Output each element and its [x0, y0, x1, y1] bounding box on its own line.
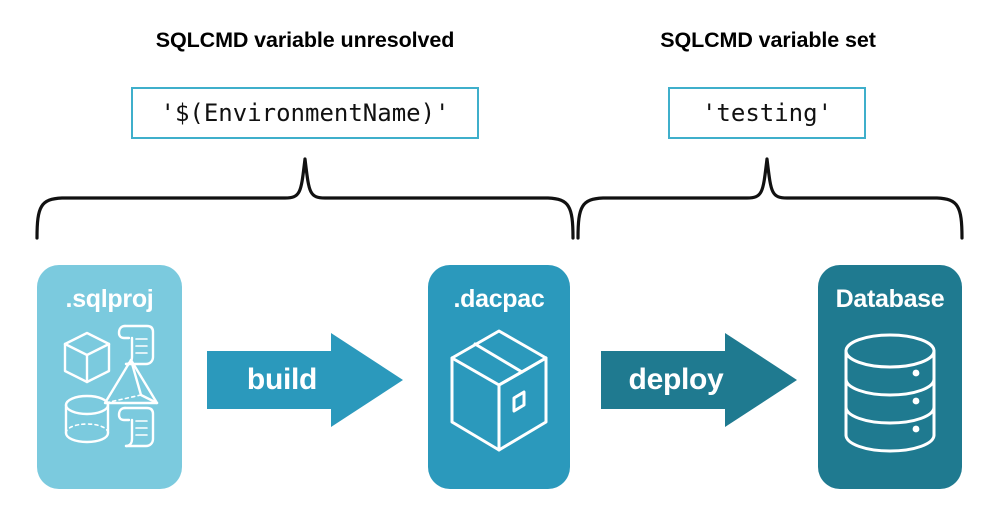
package-box-icon — [450, 329, 548, 452]
transition-label-deploy: deploy — [628, 363, 724, 396]
sqlcmd-variable-unresolved-value-box: '$(EnvironmentName)' — [131, 87, 479, 139]
transition-label-build: build — [246, 363, 318, 396]
stage-label-dacpac: .dacpac — [453, 285, 545, 313]
sqlcmd-variable-set-value-box: 'testing' — [668, 87, 866, 139]
stage-card-dacpac: .dacpac — [428, 265, 570, 489]
stage-card-database: Database — [818, 265, 962, 489]
sqlproj-artwork — [63, 324, 159, 448]
stage-label-sqlproj: .sqlproj — [65, 285, 154, 313]
cylinder-icon — [64, 394, 110, 444]
cube-icon — [63, 331, 111, 384]
transition-arrow-deploy: deploy — [601, 333, 797, 427]
pyramid-icon — [103, 358, 159, 405]
dacpac-artwork — [450, 329, 548, 452]
sqlcmd-variable-unresolved-value: '$(EnvironmentName)' — [160, 99, 450, 127]
annotation-title-unresolved: SQLCMD variable unresolved — [155, 28, 455, 52]
scroll-icon-top — [117, 324, 155, 366]
build-arrow-shape — [207, 333, 403, 427]
stage-card-sqlproj: .sqlproj — [37, 265, 182, 489]
annotation-title-set: SQLCMD variable set — [660, 28, 876, 52]
stage-label-database: Database — [835, 285, 945, 313]
database-artwork — [844, 333, 936, 453]
curly-brace-set — [576, 157, 964, 240]
database-cylinder-icon — [844, 333, 936, 453]
curly-brace-unresolved — [35, 157, 575, 240]
scroll-icon-bottom — [117, 406, 155, 448]
transition-arrow-build: build — [207, 333, 403, 427]
sqlcmd-variable-set-value: 'testing' — [701, 99, 833, 127]
deploy-arrow-shape — [601, 333, 797, 427]
